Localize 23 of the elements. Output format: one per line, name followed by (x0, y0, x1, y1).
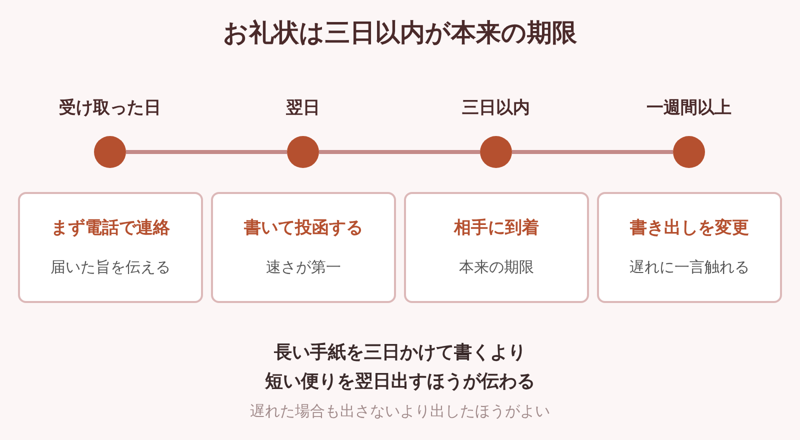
timeline-label: 翌日 (285, 97, 321, 119)
card-text: 届いた旨を伝える (50, 258, 172, 277)
message-text: 短い便りを翌日出すほうが伝わる (265, 370, 535, 393)
card-heading: 書いて投函する (243, 217, 364, 239)
card-heading: 書き出しを変更 (629, 217, 750, 239)
timeline-line (319, 150, 480, 154)
note-text: 遅れた場合も出さないより出したほうがよい (250, 402, 550, 421)
title: お礼状は三日以内が本来の期限 (222, 17, 578, 49)
timeline-label: 受け取った日 (58, 97, 162, 119)
card-text: 遅れに一言触れる (628, 258, 750, 277)
card-heading: 相手に到着 (452, 217, 540, 239)
card (597, 192, 782, 303)
card-text: 速さが第一 (265, 258, 342, 277)
card (404, 192, 589, 303)
timeline-line (512, 150, 673, 154)
card-heading: まず電話で連絡 (50, 217, 171, 239)
timeline-label: 三日以内 (461, 97, 531, 119)
message-text: 長い手紙を三日かけて書くより (274, 341, 526, 364)
timeline-line (126, 150, 287, 154)
card (211, 192, 396, 303)
card (18, 192, 203, 303)
timeline-label: 一週間以上 (646, 97, 732, 119)
card-text: 本来の期限 (458, 258, 535, 277)
